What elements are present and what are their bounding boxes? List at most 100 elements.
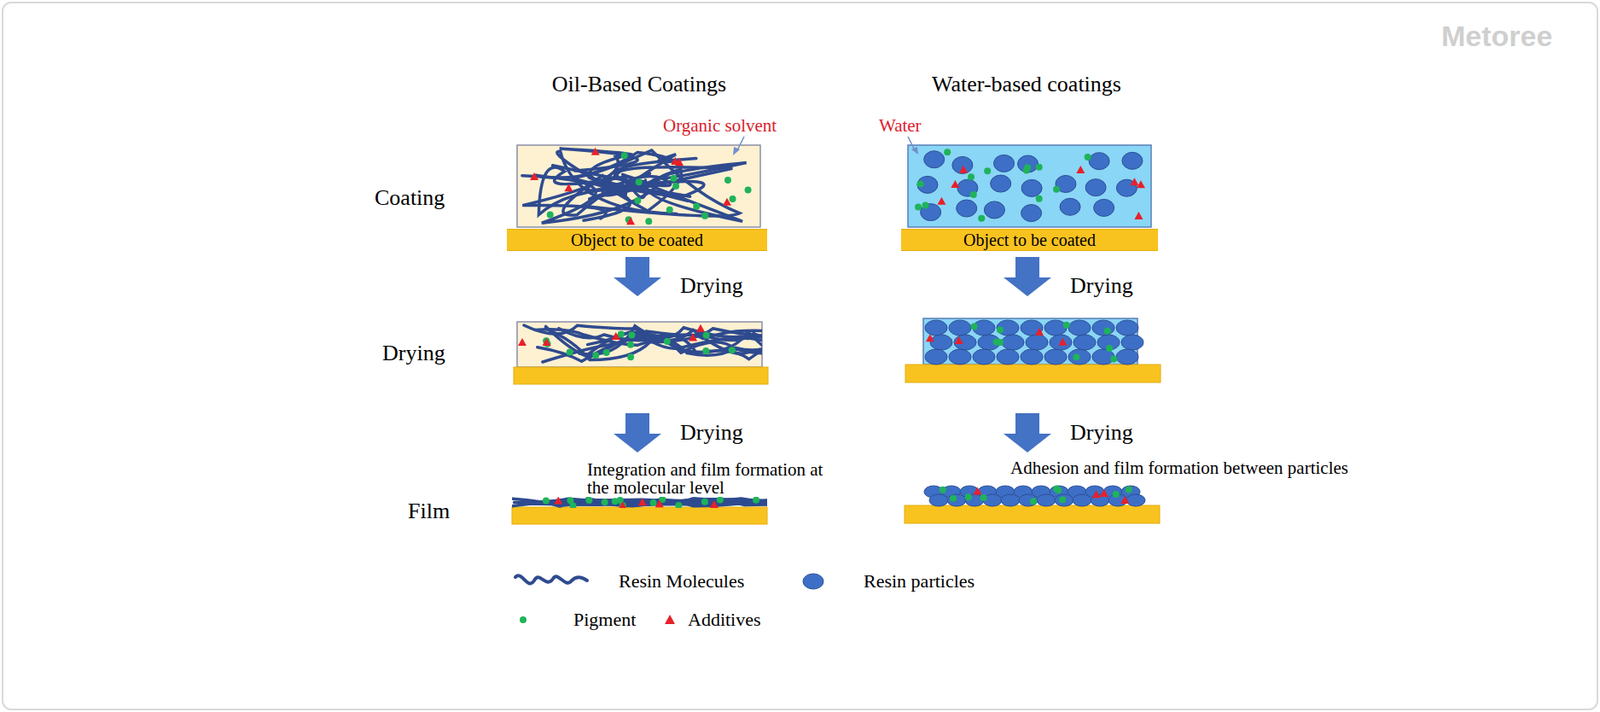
additive-mark xyxy=(709,500,719,508)
additive-mark xyxy=(1058,337,1067,346)
pigment-dot xyxy=(542,496,550,504)
additive-mark xyxy=(611,331,621,340)
pigment-dot xyxy=(1035,195,1043,203)
row-label: Coating xyxy=(374,185,445,211)
resin-particle-sample xyxy=(802,573,824,589)
pigment-dot xyxy=(724,176,732,184)
pigment-dot xyxy=(729,195,737,203)
resin-particle xyxy=(1025,334,1048,350)
pigment-dot xyxy=(1054,486,1062,494)
pigment-dot xyxy=(1072,353,1080,361)
resin-particle xyxy=(1001,334,1024,350)
substrate-label: Object to be coated xyxy=(570,230,704,250)
additive-mark xyxy=(959,165,968,174)
step-label: Drying xyxy=(680,273,744,299)
resin-particle xyxy=(952,156,973,174)
additive-mark xyxy=(529,172,539,181)
pigment-dot xyxy=(603,349,611,356)
pigment-dot xyxy=(921,201,929,209)
additive-mark xyxy=(1120,495,1129,504)
pigment-dot xyxy=(701,498,709,506)
resin-particle xyxy=(1122,151,1143,169)
pigment-dot xyxy=(1110,354,1118,362)
additive-mark xyxy=(954,336,964,344)
resin-molecule-sample xyxy=(515,575,588,583)
step-label: Drying xyxy=(1070,419,1134,446)
resin-particle xyxy=(996,349,1019,365)
legend-label: Resin Molecules xyxy=(618,570,745,592)
pigment-dot xyxy=(627,353,635,361)
pigment-dot xyxy=(1053,186,1060,193)
substrate-bar xyxy=(512,506,768,524)
resin-particle xyxy=(917,175,938,193)
process-arrows xyxy=(613,256,1052,453)
pigment-dot xyxy=(702,347,710,355)
component-label: Water xyxy=(878,115,922,136)
pigment-dot xyxy=(666,206,674,214)
component-label: Organic solvent xyxy=(663,115,777,136)
pigment-dot xyxy=(628,331,635,339)
resin-particle xyxy=(930,334,953,350)
resin-particle xyxy=(977,334,1001,350)
pigment-dot xyxy=(566,496,574,504)
resin-particle xyxy=(1092,320,1115,336)
pigment-dot xyxy=(965,493,972,501)
resin-particle xyxy=(1021,204,1042,222)
resin-particle xyxy=(1073,334,1096,350)
pigment-dot xyxy=(1024,163,1031,171)
resin-particle xyxy=(994,154,1015,172)
resin-particle xyxy=(972,349,995,365)
column-title: Oil-Based Coatings xyxy=(552,71,727,98)
pigment-dot xyxy=(728,346,736,354)
resin-particle xyxy=(1126,494,1146,507)
resin-particle xyxy=(925,320,948,336)
pigment-dot xyxy=(1058,495,1066,503)
pigment-dot xyxy=(645,217,652,225)
resin-particle xyxy=(1121,334,1144,350)
additive-mark xyxy=(626,216,635,225)
resin-particle xyxy=(1021,179,1042,197)
additive-mark xyxy=(925,333,935,342)
pigment-dot xyxy=(701,212,709,220)
resin-particle xyxy=(1036,494,1056,507)
resin-particle xyxy=(1093,198,1115,216)
additive-mark xyxy=(618,500,628,508)
pigment-dot xyxy=(983,167,991,175)
water-coating-layer xyxy=(907,145,1152,227)
pigment-dot xyxy=(635,178,643,186)
resin-particle xyxy=(924,151,945,169)
additive-mark xyxy=(1076,165,1085,174)
additive-mark xyxy=(517,337,527,346)
pigment-dot xyxy=(977,215,985,222)
resin-particle xyxy=(1068,320,1091,336)
pigment-dot xyxy=(939,486,947,494)
resin-particle xyxy=(1072,494,1092,507)
resin-particle xyxy=(947,494,966,507)
additive-mark xyxy=(1035,327,1044,336)
additive-mark xyxy=(696,324,705,332)
step-label: Drying xyxy=(1070,273,1134,299)
pigment-dot xyxy=(914,203,922,210)
additive-mark xyxy=(688,332,698,341)
pigment-dot xyxy=(1063,321,1071,329)
resin-particle xyxy=(1000,494,1020,507)
pigment-dot xyxy=(943,148,951,156)
pigment-dot xyxy=(993,338,1001,346)
resin-particle xyxy=(983,201,1005,219)
pigment-dot xyxy=(949,494,957,502)
substrate-bar xyxy=(905,364,1161,383)
step-label: Drying xyxy=(680,419,744,446)
additive-sample xyxy=(664,614,675,624)
additive-mark xyxy=(674,157,684,166)
additive-mark xyxy=(553,496,563,504)
pigment-dot xyxy=(980,494,988,501)
oil-coating-layer xyxy=(517,145,761,227)
film-note: Adhesion and film formation between part… xyxy=(1010,457,1349,478)
pigment-dot xyxy=(716,496,724,504)
resin-particle xyxy=(1088,152,1110,170)
additive-mark xyxy=(722,197,732,206)
pigment-dot xyxy=(663,337,671,345)
resin-molecule xyxy=(538,167,690,215)
